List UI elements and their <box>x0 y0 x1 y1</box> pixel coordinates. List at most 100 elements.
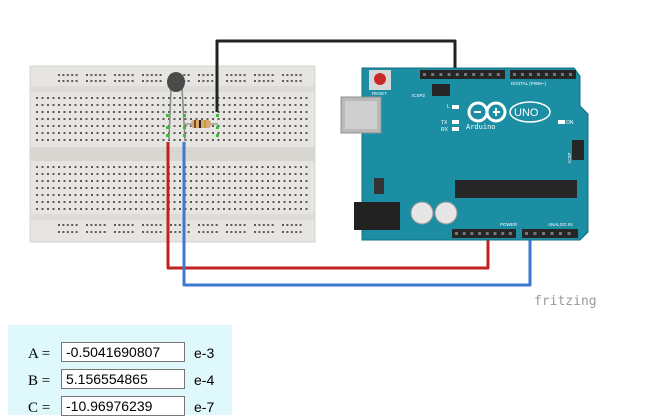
breadboard-hole <box>234 80 237 82</box>
breadboard-hole <box>157 173 159 175</box>
breadboard-hole <box>151 187 154 189</box>
breadboard-hole <box>113 194 115 196</box>
header-pin <box>550 232 554 235</box>
breadboard-hole <box>129 173 132 175</box>
breadboard-hole <box>272 132 275 134</box>
breadboard-hole <box>217 166 220 168</box>
breadboard-hole <box>107 173 110 175</box>
breadboard-hole <box>256 97 258 99</box>
breadboard-hole <box>94 74 97 76</box>
breadboard-hole <box>300 125 302 127</box>
header-pin <box>567 232 571 235</box>
breadboard-hole <box>286 224 289 226</box>
breadboard-hole <box>299 231 302 233</box>
breadboard-hole <box>239 194 242 196</box>
breadboard-hole <box>118 132 121 134</box>
breadboard-hole <box>36 139 38 141</box>
breadboard-hole <box>234 125 236 127</box>
breadboard-hole <box>69 132 71 134</box>
breadboard-hole <box>47 125 49 127</box>
breadboard-hole <box>206 74 209 76</box>
breadboard-hole <box>223 208 225 210</box>
breadboard <box>29 65 316 243</box>
breadboard-hole <box>254 80 256 82</box>
breadboard-hole <box>159 231 162 233</box>
breadboard-hole <box>74 166 77 168</box>
breadboard-hole <box>102 104 104 106</box>
breadboard-hole <box>113 180 115 182</box>
breadboard-hole <box>103 231 106 233</box>
header-pin <box>472 73 476 76</box>
coefficient-a-exponent: e-3 <box>194 345 215 361</box>
breadboard-hole <box>96 166 99 168</box>
breadboard-hole <box>107 180 110 182</box>
breadboard-hole <box>228 132 231 134</box>
breadboard-hole <box>63 139 66 141</box>
breadboard-hole <box>86 224 88 226</box>
breadboard-hole <box>184 118 187 120</box>
breadboard-hole <box>256 104 258 106</box>
breadboard-hole <box>157 132 159 134</box>
breadboard-hole <box>201 208 203 210</box>
breadboard-hole <box>212 194 214 196</box>
breadboard-hole <box>206 208 209 210</box>
breadboard-hole <box>173 201 176 203</box>
breadboard-hole <box>102 118 104 120</box>
breadboard-hole <box>80 201 82 203</box>
breadboard-hole <box>74 132 77 134</box>
breadboard-hole <box>201 104 203 106</box>
breadboard-hole <box>278 173 280 175</box>
coefficient-c-input[interactable] <box>61 396 185 416</box>
breadboard-hole <box>250 187 253 189</box>
breadboard-hole <box>190 180 192 182</box>
breadboard-hole <box>146 139 148 141</box>
breadboard-hole <box>63 173 66 175</box>
coefficient-a-input[interactable] <box>61 342 185 362</box>
breadboard-hole <box>206 224 209 226</box>
breadboard-hole <box>239 139 242 141</box>
breadboard-hole <box>66 231 69 233</box>
breadboard-hole <box>289 118 291 120</box>
breadboard-hole <box>212 111 214 113</box>
breadboard-hole <box>107 187 110 189</box>
breadboard-hole <box>261 132 264 134</box>
breadboard-hole <box>74 187 77 189</box>
breadboard-hole <box>283 132 286 134</box>
breadboard-hole <box>58 208 60 210</box>
breadboard-hole <box>124 208 126 210</box>
black-wire <box>215 39 457 112</box>
breadboard-hole <box>278 104 280 106</box>
breadboard-hole <box>294 139 297 141</box>
breadboard-hole <box>206 166 209 168</box>
breadboard-hole <box>135 97 137 99</box>
breadboard-hole <box>41 104 44 106</box>
breadboard-hole <box>170 231 172 233</box>
breadboard-hole <box>47 208 49 210</box>
breadboard-hole <box>198 231 200 233</box>
breadboard-hole <box>174 224 177 226</box>
breadboard-hole <box>58 201 60 203</box>
breadboard-hole <box>58 125 60 127</box>
breadboard-hole <box>58 132 60 134</box>
breadboard-hole <box>142 80 144 82</box>
breadboard-hole <box>299 224 302 226</box>
coefficient-row-b: B = e-4 <box>8 368 232 392</box>
breadboard-hole <box>305 97 308 99</box>
breadboard-hole <box>272 104 275 106</box>
breadboard-hole <box>140 208 143 210</box>
breadboard-hole <box>91 118 93 120</box>
breadboard-hole <box>118 187 121 189</box>
breadboard-hole <box>179 97 181 99</box>
breadboard-hole <box>146 97 148 99</box>
coefficient-row-a: A = e-3 <box>8 341 232 365</box>
breadboard-hole <box>179 118 181 120</box>
breadboard-hole <box>85 132 88 134</box>
header-pin <box>569 73 572 76</box>
breadboard-hole <box>69 111 71 113</box>
breadboard-hole <box>85 104 88 106</box>
coefficient-b-input[interactable] <box>61 369 185 389</box>
breadboard-hole <box>63 201 66 203</box>
breadboard-hole <box>41 173 44 175</box>
breadboard-hole <box>102 139 104 141</box>
breadboard-hole <box>127 74 130 76</box>
